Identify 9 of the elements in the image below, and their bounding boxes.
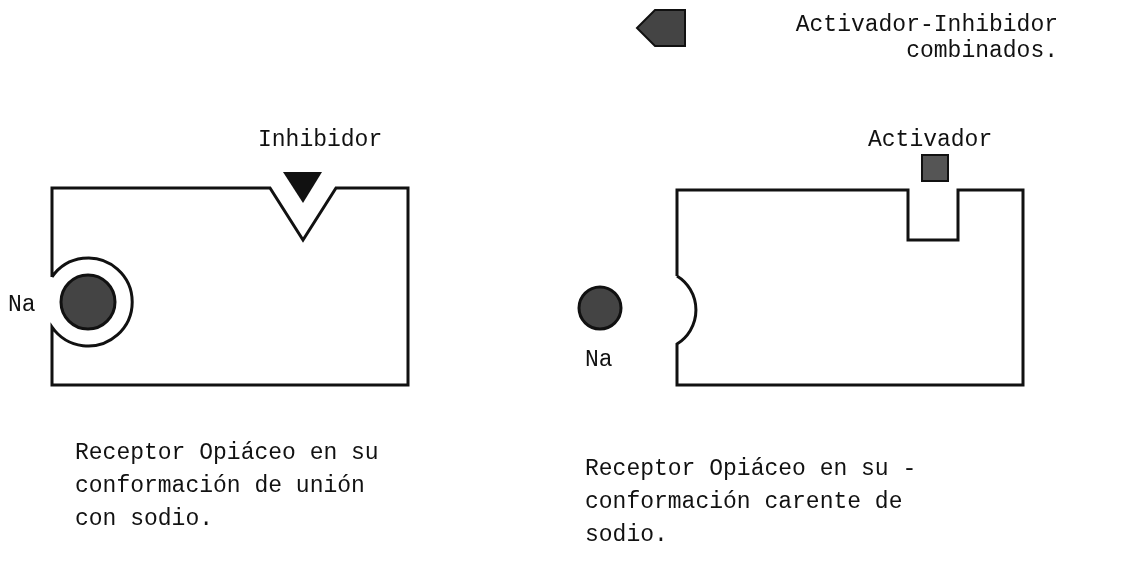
ion-label: Na [8, 291, 37, 320]
receptor-outline [675, 188, 1025, 387]
ligand-label: Activador [868, 126, 994, 155]
caption-text: Receptor Opiáceo en su conformación de unión con sodio. [75, 439, 380, 534]
receptor-outline [50, 186, 410, 387]
caption-text: Receptor Opiáceo en su - conformación carente de sodio. [585, 455, 918, 550]
legend-label: Activador-Inhibidor combinados. [794, 12, 1058, 64]
ligand-label: Inhibidor [258, 126, 384, 155]
ion-label: Na [585, 346, 614, 375]
